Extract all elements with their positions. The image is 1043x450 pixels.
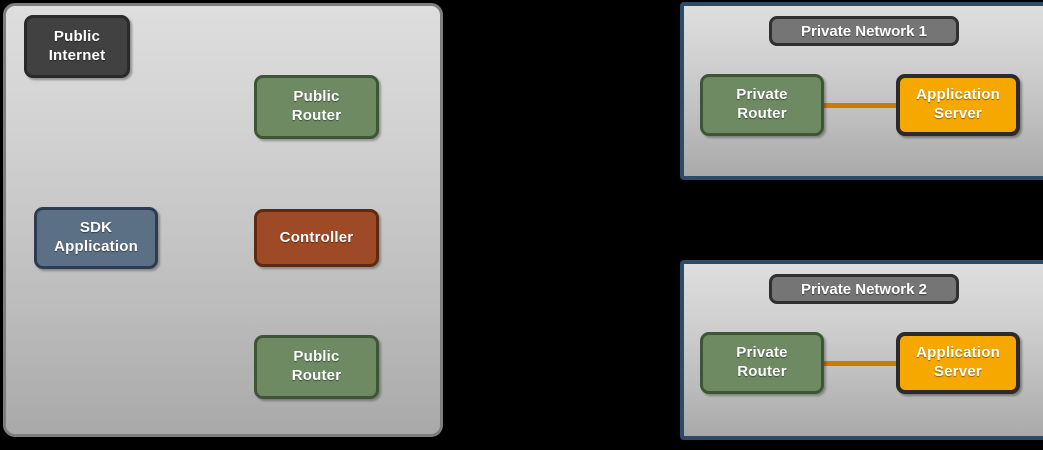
- node-private-router-2[interactable]: Private Router: [700, 332, 824, 394]
- node-sdk-application-label: SDK Application: [54, 219, 138, 255]
- node-private-router-1-label: Private Router: [736, 86, 788, 122]
- node-sdk-application[interactable]: SDK Application: [34, 207, 158, 269]
- private-network-1-container: Private Network 1 Private Router Applica…: [680, 2, 1043, 180]
- node-application-server-1[interactable]: Application Server: [896, 74, 1020, 136]
- private-network-1-badge: Private Network 1: [769, 16, 959, 46]
- private-network-2-badge: Private Network 2: [769, 274, 959, 304]
- node-controller-label: Controller: [279, 228, 354, 246]
- node-public-internet-label: Public Internet: [48, 27, 106, 64]
- node-public-router-top-label: Public Router: [291, 88, 342, 124]
- node-application-server-2[interactable]: Application Server: [896, 332, 1020, 394]
- public-zone-container: Public Internet Public Router SDK Applic…: [3, 3, 443, 437]
- node-public-internet[interactable]: Public Internet: [24, 15, 130, 78]
- node-public-router-bottom[interactable]: Public Router: [254, 335, 379, 399]
- node-public-router-top[interactable]: Public Router: [254, 75, 379, 139]
- private-network-2-badge-label: Private Network 2: [801, 280, 927, 298]
- node-application-server-1-label: Application Server: [916, 86, 1000, 122]
- link-private-router-2-to-app-server-2: [820, 361, 900, 366]
- node-private-router-2-label: Private Router: [736, 344, 788, 380]
- private-network-1-badge-label: Private Network 1: [801, 22, 927, 40]
- node-public-router-bottom-label: Public Router: [291, 348, 342, 384]
- private-network-2-container: Private Network 2 Private Router Applica…: [680, 260, 1043, 440]
- node-controller[interactable]: Controller: [254, 209, 379, 267]
- link-private-router-1-to-app-server-1: [820, 103, 900, 108]
- node-private-router-1[interactable]: Private Router: [700, 74, 824, 136]
- node-application-server-2-label: Application Server: [916, 344, 1000, 380]
